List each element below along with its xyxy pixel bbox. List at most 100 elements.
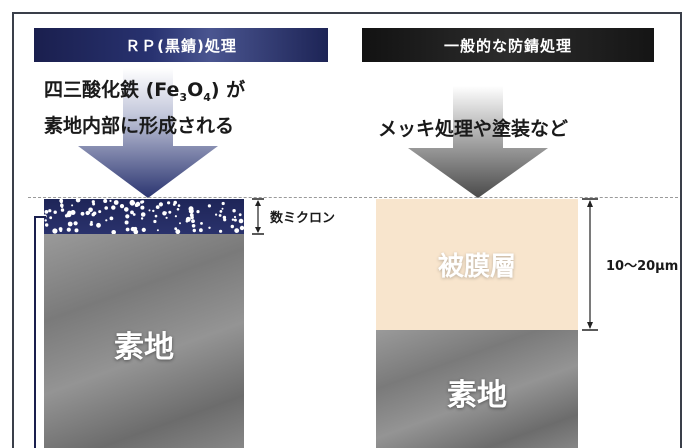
oxide-particle	[233, 215, 237, 219]
oxide-particle	[44, 219, 47, 222]
oxide-particle	[98, 210, 102, 214]
oxide-particle	[199, 228, 203, 233]
oxide-particle	[215, 213, 218, 216]
oxide-particle	[165, 216, 168, 219]
oxide-particle	[73, 221, 78, 226]
oxide-particle	[71, 204, 74, 207]
rp-substrate: 素地	[44, 234, 244, 448]
oxide-particle	[177, 204, 181, 207]
oxide-particle	[88, 211, 91, 214]
oxide-particle	[218, 214, 222, 217]
oxide-particle	[208, 226, 211, 229]
oxide-particle	[113, 200, 119, 205]
oxide-particle	[232, 209, 236, 213]
oxide-particle	[60, 208, 65, 212]
rp-caption-sub2: 4	[203, 90, 211, 104]
oxide-particle	[109, 199, 112, 202]
oxide-particle	[231, 218, 235, 221]
oxide-particle	[124, 220, 129, 225]
oxide-particle	[141, 227, 146, 232]
oxide-thickness-dimension	[252, 198, 264, 235]
oxide-particle	[179, 222, 181, 225]
oxide-particle	[174, 215, 177, 218]
oxide-particle	[89, 222, 93, 226]
oxide-particle	[207, 204, 211, 208]
oxide-particle	[75, 199, 81, 203]
oxide-particle	[185, 216, 191, 222]
oxide-particle	[221, 207, 224, 210]
rp-caption-text-c: ) が	[210, 79, 246, 101]
oxide-particle	[60, 205, 64, 209]
oxide-particle	[192, 228, 196, 233]
oxide-particle	[124, 207, 129, 212]
oxide-particle	[148, 209, 151, 212]
oxide-particle	[219, 229, 223, 233]
oxide-particle	[238, 213, 242, 217]
coating-thickness-label: 10～20μm	[606, 259, 679, 274]
oxide-particle	[155, 205, 160, 209]
oxide-particle	[96, 222, 101, 228]
oxide-particle	[133, 229, 139, 234]
oxide-thickness-label: 数ミクロン	[270, 211, 336, 226]
oxide-particle	[92, 202, 96, 206]
oxide-particle	[130, 226, 136, 232]
oxide-particle	[53, 210, 57, 214]
oxide-particle	[60, 201, 63, 204]
oxide-particle	[103, 199, 108, 203]
oxide-particle	[125, 227, 130, 232]
oxide-particle	[140, 212, 146, 217]
oxide-particle	[152, 209, 155, 213]
left-bracket-line	[34, 216, 36, 448]
oxide-particle	[70, 210, 76, 215]
oxide-particle	[91, 200, 95, 204]
oxide-particle	[190, 215, 194, 220]
oxide-particle	[176, 208, 180, 211]
rp-caption-line1: 四三酸化鉄 (Fe3O4) が	[44, 76, 334, 112]
coating-thickness-dimension	[582, 198, 598, 331]
oxide-particle	[88, 207, 93, 213]
oxide-particle	[59, 229, 63, 232]
oxide-particle	[153, 219, 157, 224]
oxide-particle	[90, 220, 93, 224]
oxide-particle	[140, 205, 145, 210]
rp-caption-text-b: O	[187, 79, 204, 101]
general-treatment-header: 一般的な防錆処理	[362, 28, 654, 62]
oxide-particle	[234, 228, 240, 233]
oxide-layer	[44, 199, 244, 234]
oxide-particle	[44, 210, 49, 214]
oxide-particle	[230, 224, 234, 229]
oxide-particle	[222, 215, 227, 220]
right-down-arrow-icon	[408, 86, 548, 198]
oxide-particle	[174, 227, 178, 231]
oxide-particle	[134, 203, 139, 207]
oxide-particle	[191, 224, 196, 228]
oxide-particle	[49, 216, 53, 220]
rp-caption-sub1: 3	[179, 90, 188, 104]
oxide-particle	[223, 218, 227, 222]
diagram-frame: ＲＰ(黒錆)処理 一般的な防錆処理 四三酸化鉄 (Fe3O4) が 素地内部に形…	[12, 12, 682, 448]
oxide-particle	[196, 210, 200, 214]
oxide-particle	[167, 201, 171, 205]
oxide-particle	[140, 217, 144, 220]
oxide-particle	[104, 206, 108, 210]
rp-treatment-header-label: ＲＰ(黒錆)処理	[125, 36, 237, 55]
oxide-particle	[66, 227, 71, 232]
oxide-particle	[119, 204, 125, 209]
oxide-particle	[188, 208, 194, 214]
oxide-particle	[156, 229, 159, 232]
oxide-particle	[80, 211, 85, 216]
oxide-particle	[111, 230, 116, 234]
coating-label: 被膜層	[437, 252, 516, 282]
surface-line	[28, 197, 678, 198]
rp-caption-text-a: 四三酸化鉄 (Fe	[44, 79, 180, 101]
oxide-particle	[221, 201, 225, 206]
rp-caption: 四三酸化鉄 (Fe3O4) が 素地内部に形成される	[44, 76, 334, 140]
left-down-arrow-icon	[78, 68, 218, 198]
oxide-particle	[109, 216, 114, 221]
oxide-particle	[130, 210, 134, 215]
oxide-particle	[67, 221, 73, 227]
rp-caption-line2: 素地内部に形成される	[44, 114, 235, 137]
oxide-particle	[92, 211, 97, 216]
oxide-particle	[52, 228, 58, 234]
oxide-particle	[45, 223, 49, 227]
